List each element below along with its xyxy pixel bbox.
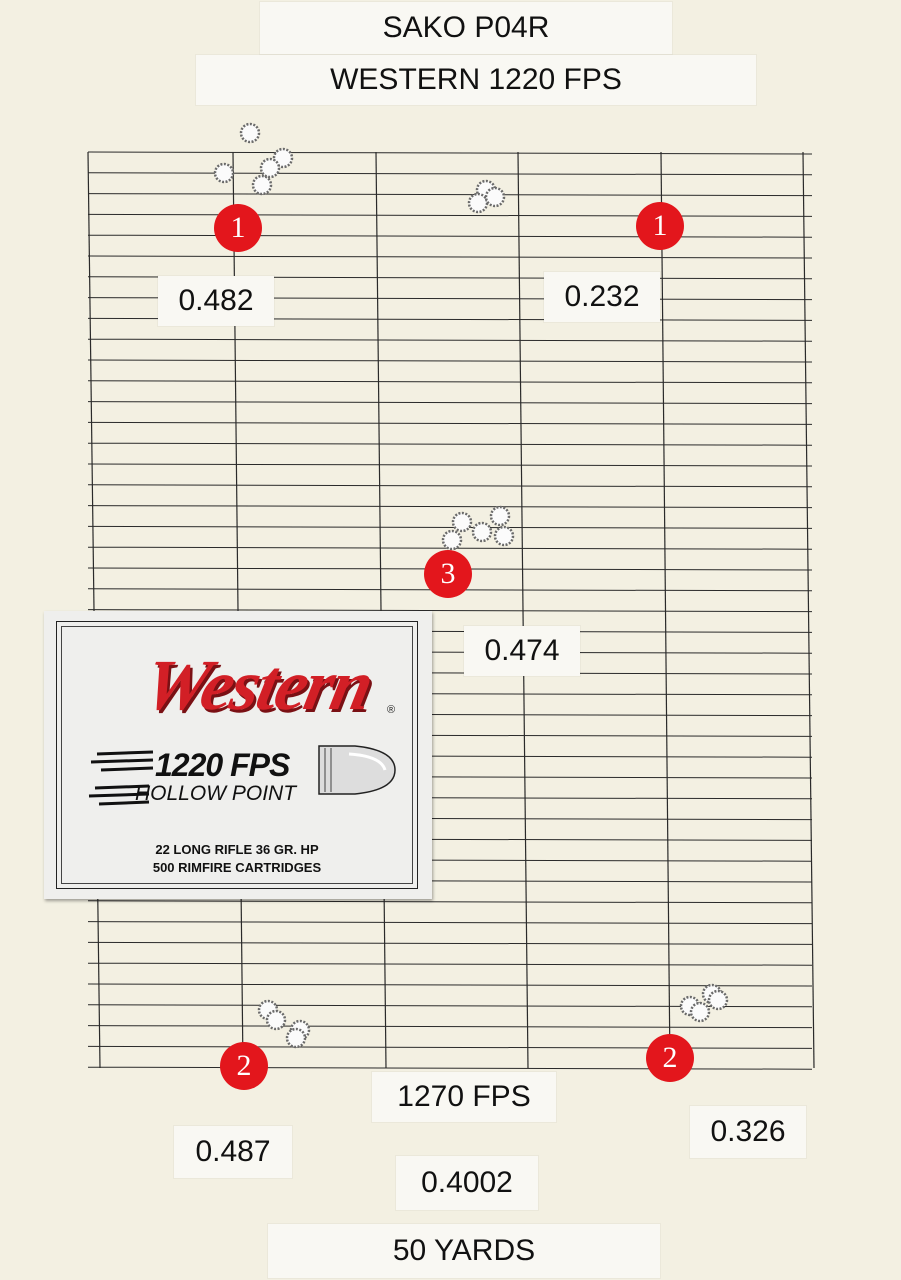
- grid-column-line: [517, 151, 529, 1069]
- grid-column-line: [87, 151, 101, 1069]
- box-velocity-text: 1220 FPS: [155, 747, 290, 783]
- grid-row-line: [87, 338, 813, 342]
- grid-row-line: [87, 609, 813, 613]
- grid-column-line: [660, 151, 671, 1069]
- grid-row-line: [87, 380, 813, 384]
- grid-row-line: [87, 359, 813, 363]
- bullet-hole: [489, 505, 511, 527]
- grid-row-line: [87, 421, 813, 425]
- bullet-hole: [272, 147, 294, 169]
- grid-row-line: [87, 900, 813, 904]
- group-marker: 2: [220, 1042, 268, 1090]
- grid-column-line: [375, 151, 387, 1069]
- grid-row-line: [87, 463, 813, 467]
- grid-row-line: [87, 484, 813, 488]
- bullet-hole: [213, 162, 235, 184]
- brand-logo: Western: [137, 645, 379, 725]
- bullet-hole: [441, 529, 463, 551]
- group-size-label: 0.482: [158, 276, 274, 326]
- bullet-hole: [493, 525, 515, 547]
- grid-row-line: [87, 962, 813, 966]
- grid-row-line: [87, 983, 813, 987]
- ammo-box-cutout: Western ® 1220 FPS HOLLOW POINT 22 LONG …: [44, 611, 432, 899]
- bullet-hole: [707, 989, 729, 1011]
- group-marker: 1: [214, 204, 262, 252]
- grid-row-line: [87, 525, 813, 529]
- ammo-box-border: Western ® 1220 FPS HOLLOW POINT 22 LONG …: [56, 621, 418, 889]
- bullet-icon: [318, 745, 396, 795]
- bullet-hole: [285, 1027, 307, 1049]
- group-size-label: 0.487: [174, 1126, 292, 1178]
- grid-row-line: [87, 213, 813, 217]
- grid-column-line: [802, 151, 815, 1069]
- bullet-hole: [451, 511, 473, 533]
- average-size-label: 0.4002: [396, 1156, 538, 1210]
- grid-row-line: [87, 255, 813, 259]
- bullet-hole: [239, 122, 261, 144]
- grid-row-line: [87, 1025, 813, 1029]
- grid-row-line: [87, 193, 813, 197]
- bullet-hole: [471, 521, 493, 543]
- header-rifle-label: SAKO P04R: [260, 2, 672, 54]
- grid-row-line: [87, 442, 813, 446]
- bullet-hole: [484, 186, 506, 208]
- grid-row-line: [87, 172, 813, 176]
- grid-row-line: [87, 401, 813, 405]
- grid-row-line: [87, 941, 813, 945]
- header-ammo-label: WESTERN 1220 FPS: [196, 55, 756, 105]
- group-size-label: 0.326: [690, 1106, 806, 1158]
- velocity-note-label: 1270 FPS: [372, 1072, 556, 1122]
- grid-row-line: [87, 151, 813, 155]
- box-desc-line2: 500 RIMFIRE CARTRIDGES: [152, 860, 322, 875]
- speed-lines-icon: [88, 750, 154, 806]
- group-marker: 2: [646, 1034, 694, 1082]
- bullet-hole: [265, 1009, 287, 1031]
- bullet-hole: [689, 1001, 711, 1023]
- group-marker: 3: [424, 550, 472, 598]
- grid-row-line: [87, 921, 813, 925]
- box-desc-line1: 22 LONG RIFLE 36 GR. HP: [155, 842, 319, 857]
- bullet-hole: [259, 157, 281, 179]
- registered-mark: ®: [387, 704, 396, 716]
- group-size-label: 0.232: [544, 272, 660, 322]
- bullet-hole: [467, 192, 489, 214]
- group-marker: 1: [636, 202, 684, 250]
- bullet-hole: [251, 174, 273, 196]
- grid-row-line: [87, 505, 813, 509]
- group-size-label: 0.474: [464, 626, 580, 676]
- grid-row-line: [87, 234, 813, 238]
- box-type-text: HOLLOW POINT: [135, 782, 297, 805]
- distance-label: 50 YARDS: [268, 1224, 660, 1278]
